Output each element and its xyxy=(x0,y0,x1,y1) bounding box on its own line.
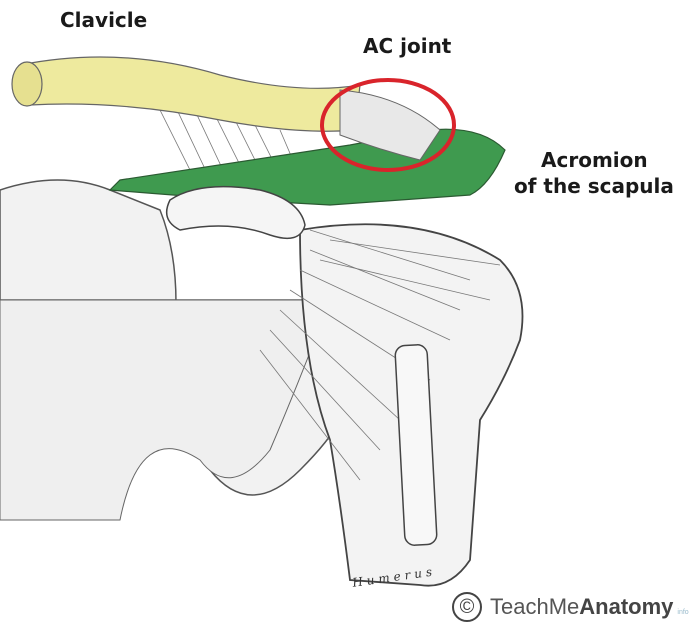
watermark: © TeachMeAnatomy info xyxy=(452,592,689,622)
ac-joint-capsule xyxy=(339,89,441,161)
clavicle-end xyxy=(11,61,43,107)
brand-suffix: info xyxy=(677,608,689,616)
ac-joint-highlight-circle xyxy=(320,78,456,172)
label-acromion-scapula: of the scapula xyxy=(514,174,674,198)
brand-light: TeachMe xyxy=(490,594,580,619)
acromion xyxy=(108,128,506,206)
label-clavicle: Clavicle xyxy=(60,8,148,32)
watermark-brand: TeachMeAnatomy xyxy=(490,594,673,620)
copyright-icon: © xyxy=(452,592,482,622)
brand-bold: Anatomy xyxy=(579,594,674,619)
coracoid-process xyxy=(165,185,306,240)
label-ac-joint: AC joint xyxy=(363,34,452,58)
biceps-tendon xyxy=(394,344,438,546)
label-acromion: Acromion xyxy=(541,148,648,172)
scapula-lower xyxy=(0,299,331,521)
clavicle-bone xyxy=(19,56,361,132)
